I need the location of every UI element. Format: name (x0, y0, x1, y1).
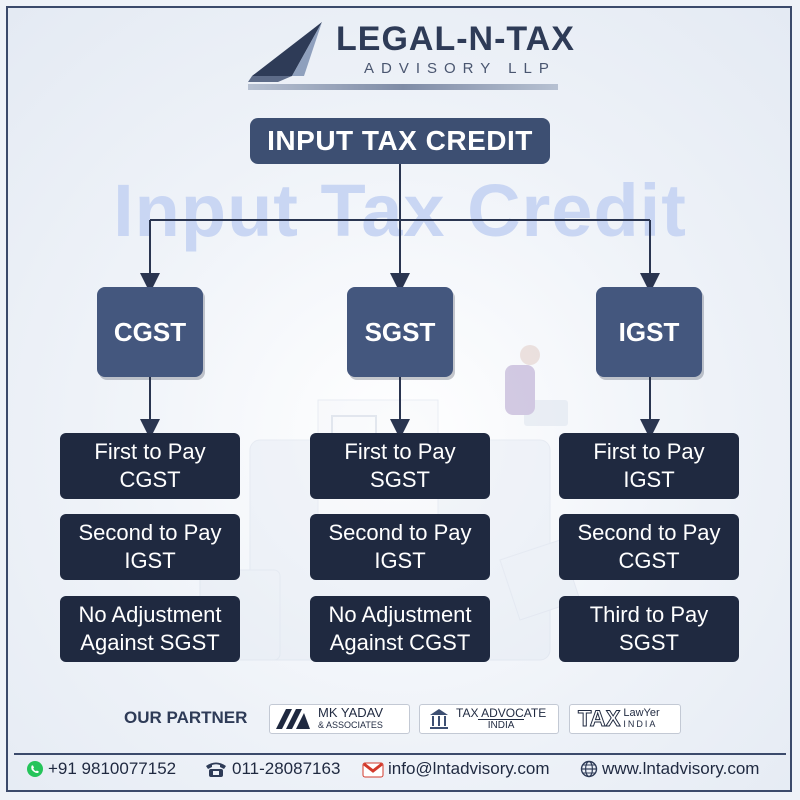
mail-icon (362, 762, 384, 778)
rule-line: Against CGST (329, 630, 471, 655)
rule-line: Third to Pay (589, 602, 709, 627)
rule-line: CGST (618, 548, 680, 573)
logo-arrow-icon (248, 22, 322, 82)
whatsapp-icon (27, 761, 43, 777)
mobile-number: +91 9810077152 (48, 759, 177, 778)
partner-name: TAX (577, 706, 621, 732)
node-cgst: CGST (97, 287, 203, 377)
email-address: info@lntadvisory.com (388, 759, 550, 778)
rule-line: SGST (370, 467, 430, 492)
partner-label: OUR PARTNER (124, 708, 248, 727)
contact-email[interactable]: info@lntadvisory.com (362, 758, 550, 780)
sgst-rule-1: First to Pay SGST (310, 433, 490, 499)
sgst-rule-2: Second to Pay IGST (310, 514, 490, 580)
sgst-rule-3: No Adjustment Against CGST (310, 596, 490, 662)
brand-subtitle: ADVISORY LLP (364, 60, 556, 77)
cgst-rule-3: No Adjustment Against SGST (60, 596, 240, 662)
partner-name: TAX ADVOCATE (456, 705, 547, 720)
contact-mobile[interactable]: +91 9810077152 (26, 758, 176, 780)
node-sgst: SGST (347, 287, 453, 377)
contact-website[interactable]: www.lntadvisory.com (580, 758, 759, 780)
rule-line: CGST (119, 467, 181, 492)
partner-mk-yadav[interactable]: MK YADAV & ASSOCIATES (269, 704, 410, 734)
igst-rule-3: Third to Pay SGST (559, 596, 739, 662)
globe-icon (580, 760, 598, 778)
partner-name: MK YADAV (318, 705, 384, 720)
partner-sub: INDIA (623, 719, 658, 729)
brand-logo: LEGAL-N-TAX ADVISORY LLP (248, 12, 574, 90)
rule-line: First to Pay (344, 439, 456, 464)
rule-line: Against SGST (80, 630, 220, 655)
rule-line: IGST (124, 548, 176, 573)
rule-line: Second to Pay (328, 520, 472, 545)
rule-line: SGST (619, 630, 679, 655)
website-url: www.lntadvisory.com (602, 759, 760, 778)
footer-divider (14, 753, 786, 755)
contact-phone[interactable]: 011-28087163 (204, 758, 340, 780)
rule-line: Second to Pay (577, 520, 721, 545)
rule-line: IGST (623, 467, 675, 492)
rule-line: No Adjustment (78, 602, 222, 627)
partner-name: LawYer (623, 707, 660, 719)
rule-line: IGST (374, 548, 426, 573)
phone-icon (206, 762, 226, 777)
partner-tax-lawyer[interactable]: TAX LawYer INDIA (569, 704, 681, 734)
rule-line: First to Pay (94, 439, 206, 464)
logo-underline (248, 84, 558, 90)
partner-sub: INDIA (477, 718, 525, 732)
phone-number: 011-28087163 (232, 759, 341, 778)
cgst-rule-1: First to Pay CGST (60, 433, 240, 499)
rule-line: No Adjustment (328, 602, 472, 627)
building-icon (430, 709, 448, 729)
brand-name: LEGAL-N-TAX (336, 20, 575, 58)
cgst-rule-2: Second to Pay IGST (60, 514, 240, 580)
partner-sub: & ASSOCIATES (318, 720, 383, 730)
node-igst: IGST (596, 287, 702, 377)
igst-rule-1: First to Pay IGST (559, 433, 739, 499)
root-node: INPUT TAX CREDIT (250, 118, 550, 164)
igst-rule-2: Second to Pay CGST (559, 514, 739, 580)
page-border (6, 6, 792, 792)
rule-line: Second to Pay (78, 520, 222, 545)
partner-tax-advocate[interactable]: TAX ADVOCATE INDIA (419, 704, 559, 734)
rule-line: First to Pay (593, 439, 705, 464)
mk-logo-icon (276, 709, 310, 729)
